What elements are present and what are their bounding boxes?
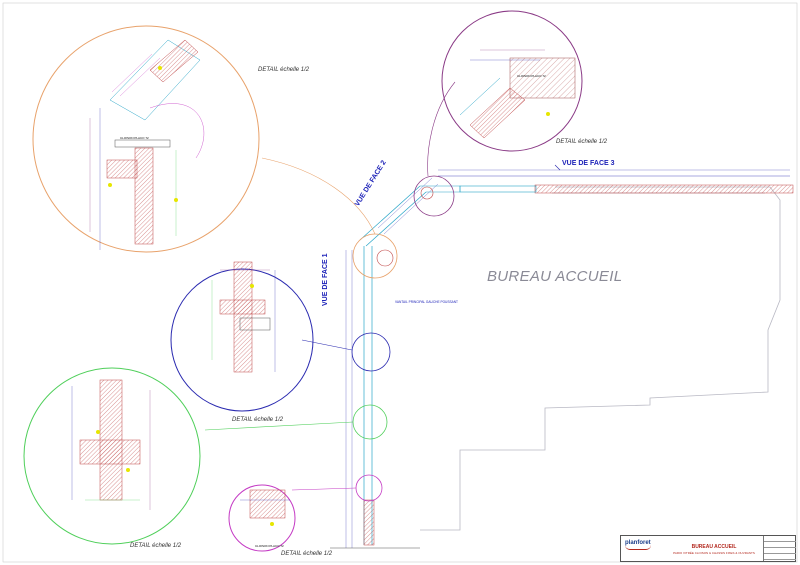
detail-caption-4: DETAIL échelle 1/2 bbox=[130, 543, 182, 549]
detail-2-purple bbox=[441, 10, 583, 152]
room-label: BUREAU ACCUEIL bbox=[487, 268, 623, 285]
detail-4-green bbox=[23, 367, 201, 545]
view-label-face-3: VUE DE FACE 3 bbox=[562, 160, 615, 167]
detail-3-blue bbox=[170, 261, 314, 412]
title-block-subtitle: PAROI VITRÉE CLOISON & CHASSIS FIXES & O… bbox=[673, 551, 755, 555]
cloison-label-2: CLOISON PLACO 72 bbox=[517, 74, 546, 78]
leader-lines bbox=[204, 81, 456, 491]
detail-caption-2: DETAIL échelle 1/2 bbox=[556, 139, 608, 145]
title-block: planforet BUREAU ACCUEIL PAROI VITRÉE CL… bbox=[620, 535, 796, 562]
title-block-grid bbox=[763, 536, 796, 561]
detail-caption-3: DETAIL échelle 1/2 bbox=[232, 417, 284, 423]
detail-1-orange bbox=[32, 25, 260, 253]
door-note: VANTAIL PRINCIPAL GAUCHE POUSSANT bbox=[395, 300, 458, 304]
wall-face-2 bbox=[359, 177, 461, 247]
plan-callouts bbox=[351, 175, 455, 502]
wall-face-1 bbox=[330, 246, 420, 549]
wall-face-3 bbox=[438, 164, 794, 194]
room-outline bbox=[420, 186, 781, 531]
detail-5-magenta bbox=[228, 484, 296, 552]
brand-name: planforet bbox=[625, 540, 651, 546]
cloison-label-1: CLOISON PLACO 72 bbox=[120, 136, 149, 140]
detail-caption-5: DETAIL échelle 1/2 bbox=[281, 551, 333, 557]
detail-caption-1: DETAIL échelle 1/2 bbox=[258, 67, 310, 73]
view-label-face-1: VUE DE FACE 1 bbox=[322, 253, 329, 306]
brand-logo: planforet bbox=[625, 540, 653, 550]
brand-swoosh-icon bbox=[625, 545, 651, 550]
title-block-title: BUREAU ACCUEIL bbox=[691, 544, 737, 550]
cloison-label-3: CLOISON PLACO 72 bbox=[255, 544, 284, 548]
